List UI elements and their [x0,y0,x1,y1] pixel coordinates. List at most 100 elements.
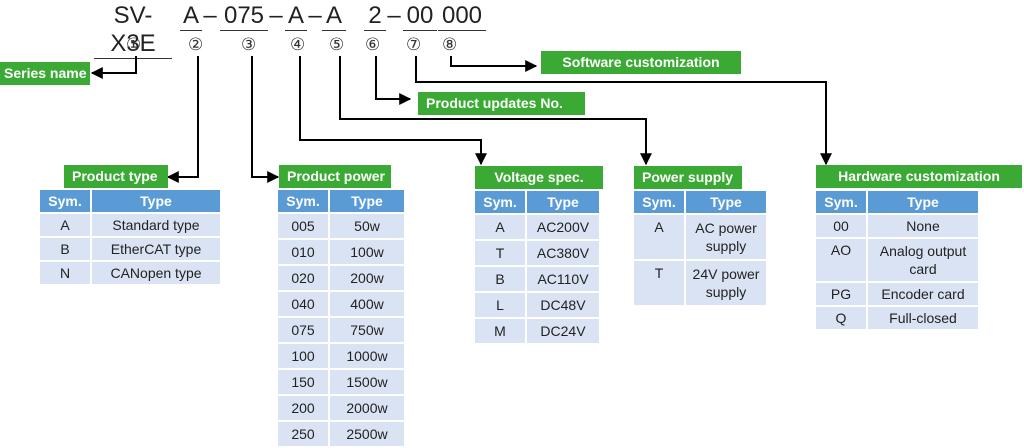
table-row: L DC48V [475,293,599,317]
cell-sym: 00 [816,215,868,237]
cell-sym: 100 [278,344,330,368]
connector-voltage [299,56,487,166]
label-series-name: Series name [0,62,90,85]
label-software-custom: Software customization [541,51,741,74]
marker-8: ⑧ [442,35,458,55]
cell-type: AC380V [527,241,599,265]
table-row: PG Encoder card [816,283,978,305]
table-row: 040 400w [278,292,404,316]
table-header: Sym. Type [40,190,220,212]
cell-type: Full-closed [868,307,978,329]
table-row: T 24V power supply [634,261,766,305]
cell-sym: B [475,267,527,291]
cell-type: 200w [330,266,404,290]
table-row: M DC24V [475,319,599,343]
cell-sym: 010 [278,240,330,264]
cell-type: CANopen type [92,262,220,284]
code-series: SV-X3E [94,2,172,59]
header-type: Type [92,190,220,212]
table-header: Sym. Type [634,191,766,213]
marker-3: ③ [241,35,257,55]
table-hardware-custom: Sym. Type 00 None AO Analog output card … [816,189,978,331]
cell-type: 750w [330,318,404,342]
cell-type: AC110V [527,267,599,291]
label-voltage-spec: Voltage spec. [475,166,603,189]
marker-1: ① [126,35,142,55]
cell-type: 400w [330,292,404,316]
label-product-type: Product type [64,165,168,188]
table-row: B AC110V [475,267,599,291]
table-row: A Standard type [40,214,220,236]
table-power-supply: Sym. Type A AC power supply T 24V power … [634,189,766,307]
code-power: 075 [220,2,268,31]
marker-6: ⑥ [365,35,381,55]
table-voltage-spec: Sym. Type A AC200V T AC380V B AC110V L D… [475,189,599,345]
cell-type: DC24V [527,319,599,343]
code-software: 000 [438,2,486,31]
cell-sym: PG [816,283,868,305]
cell-sym: M [475,319,527,343]
label-hardware-custom: Hardware customization [816,165,1022,188]
table-header: Sym. Type [278,190,404,212]
cell-sym: A [40,214,92,236]
table-row: N CANopen type [40,262,220,284]
connector-product-updates [375,56,412,105]
header-type: Type [527,191,599,213]
table-product-type: Sym. Type A Standard type B EtherCAT typ… [40,188,220,286]
table-header: Sym. Type [816,191,978,213]
cell-type: 100w [330,240,404,264]
header-sym: Sym. [475,191,527,213]
cell-type: 1000w [330,344,404,368]
cell-type: 24V power supply [686,261,766,305]
cell-type: AC power supply [686,215,766,259]
cell-sym: 150 [278,370,330,394]
header-type: Type [686,191,766,213]
cell-sym: A [634,215,686,259]
cell-type: AC200V [527,215,599,239]
connector-product-type [166,56,199,183]
cell-type: 2000w [330,396,404,420]
table-row: Q Full-closed [816,307,978,329]
table-row: 075 750w [278,318,404,342]
cell-sym: AO [816,239,868,281]
table-row: T AC380V [475,241,599,265]
label-power-supply: Power supply [634,166,742,189]
table-row: 00 None [816,215,978,237]
code-dash: – [308,2,322,29]
table-row: AO Analog output card [816,239,978,281]
table-header: Sym. Type [475,191,599,213]
cell-sym: 040 [278,292,330,316]
cell-type: DC48V [527,293,599,317]
cell-sym: 075 [278,318,330,342]
cell-sym: A [475,215,527,239]
label-product-power: Product power [279,165,391,188]
cell-sym: L [475,293,527,317]
cell-type: Encoder card [868,283,978,305]
cell-sym: 250 [278,422,330,446]
table-row: A AC power supply [634,215,766,259]
code-dash: – [269,2,283,29]
cell-sym: T [634,261,686,305]
table-row: B EtherCAT type [40,238,220,260]
header-type: Type [868,191,978,213]
marker-5: ⑤ [329,35,345,55]
cell-type: EtherCAT type [92,238,220,260]
cell-sym: 020 [278,266,330,290]
cell-sym: N [40,262,92,284]
cell-sym: 005 [278,214,330,238]
table-row: 100 1000w [278,344,404,368]
table-row: 150 1500w [278,370,404,394]
connector-series [90,56,137,79]
table-row: 005 50w [278,214,404,238]
marker-7: ⑦ [406,35,422,55]
marker-2: ② [188,35,204,55]
cell-type: Analog output card [868,239,978,281]
header-sym: Sym. [278,190,330,212]
cell-sym: B [40,238,92,260]
table-row: 020 200w [278,266,404,290]
table-row: A AC200V [475,215,599,239]
table-row: 010 100w [278,240,404,264]
header-sym: Sym. [40,190,92,212]
cell-sym: 200 [278,396,330,420]
cell-sym: T [475,241,527,265]
